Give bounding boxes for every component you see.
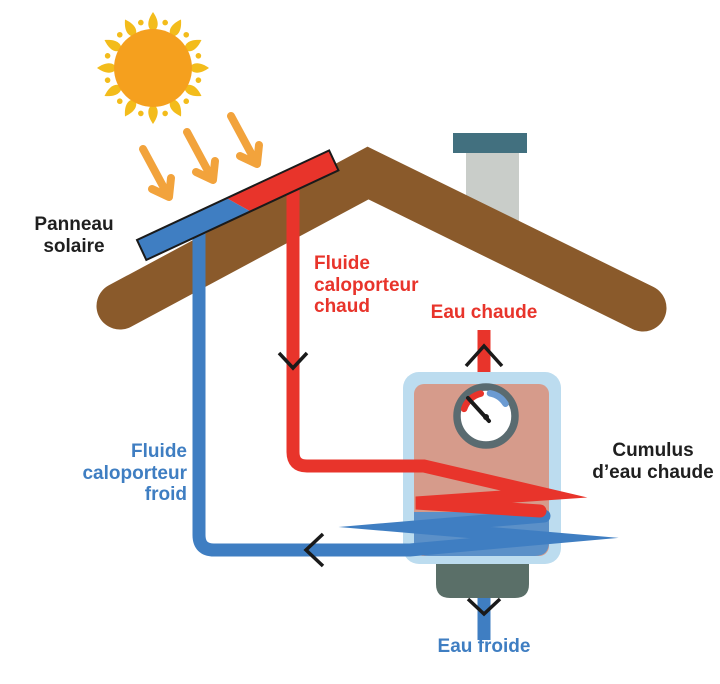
- sun-dot: [104, 52, 112, 60]
- solar-panel-hot-section: [226, 150, 339, 212]
- sunlight-arrow: [227, 112, 263, 168]
- chimney-icon: [453, 133, 527, 233]
- sun-dot: [137, 19, 145, 27]
- sun-dot: [194, 52, 202, 60]
- sunlight-arrow: [183, 128, 219, 184]
- gauge-cold-arc: [486, 390, 509, 408]
- sun-dot: [115, 97, 124, 106]
- solar-panel-icon: [135, 149, 340, 262]
- flow-up-chevron-hot-water: [464, 343, 504, 368]
- sunlight-arrow: [139, 145, 175, 201]
- sun-dot: [137, 109, 145, 117]
- sun-dot: [161, 19, 169, 27]
- sun-icon: [97, 12, 209, 124]
- hot-water-out-label: Eau chaude: [430, 302, 538, 323]
- cold-fluid-label: Fluide caloporteur froid: [82, 441, 187, 505]
- sun-dot: [194, 76, 202, 84]
- arrow-shaft: [227, 112, 256, 159]
- chimney-cap: [453, 133, 527, 153]
- solar-panel-label: Panneau solaire: [34, 214, 114, 257]
- arrow-shaft: [183, 128, 212, 175]
- tank-base: [436, 564, 529, 598]
- solar-panel-outline: [135, 149, 340, 262]
- chimney-body: [466, 150, 519, 233]
- solar-panel-cold-section: [137, 198, 251, 260]
- cold-fluid-pipe: [192, 225, 619, 557]
- sun-dot: [182, 30, 191, 39]
- temperature-gauge-icon: [453, 383, 519, 449]
- sun-dot: [182, 97, 191, 106]
- flow-left-chevron-cold: [303, 532, 325, 568]
- flow-chevrons: [277, 343, 504, 617]
- gauge-pivot: [483, 414, 489, 420]
- arrow-head: [236, 141, 263, 168]
- hot-fluid-pipe: [286, 169, 588, 518]
- hot-fluid-label: Fluide caloporteur chaud: [314, 253, 419, 317]
- flow-down-chevron-hot: [277, 351, 309, 371]
- arrow-head: [148, 174, 175, 201]
- sunlight-arrows: [139, 112, 263, 201]
- sun-dot: [104, 76, 112, 84]
- sun-dot: [161, 109, 169, 117]
- flow-down-chevron-cold-water: [466, 597, 502, 617]
- arrow-head: [192, 157, 219, 184]
- arrow-shaft: [139, 145, 168, 192]
- sun-dot: [115, 30, 124, 39]
- tank-label: Cumulus d’eau chaude: [592, 440, 714, 483]
- sun-body: [114, 29, 192, 107]
- cold-water-in-label: Eau froide: [437, 636, 531, 657]
